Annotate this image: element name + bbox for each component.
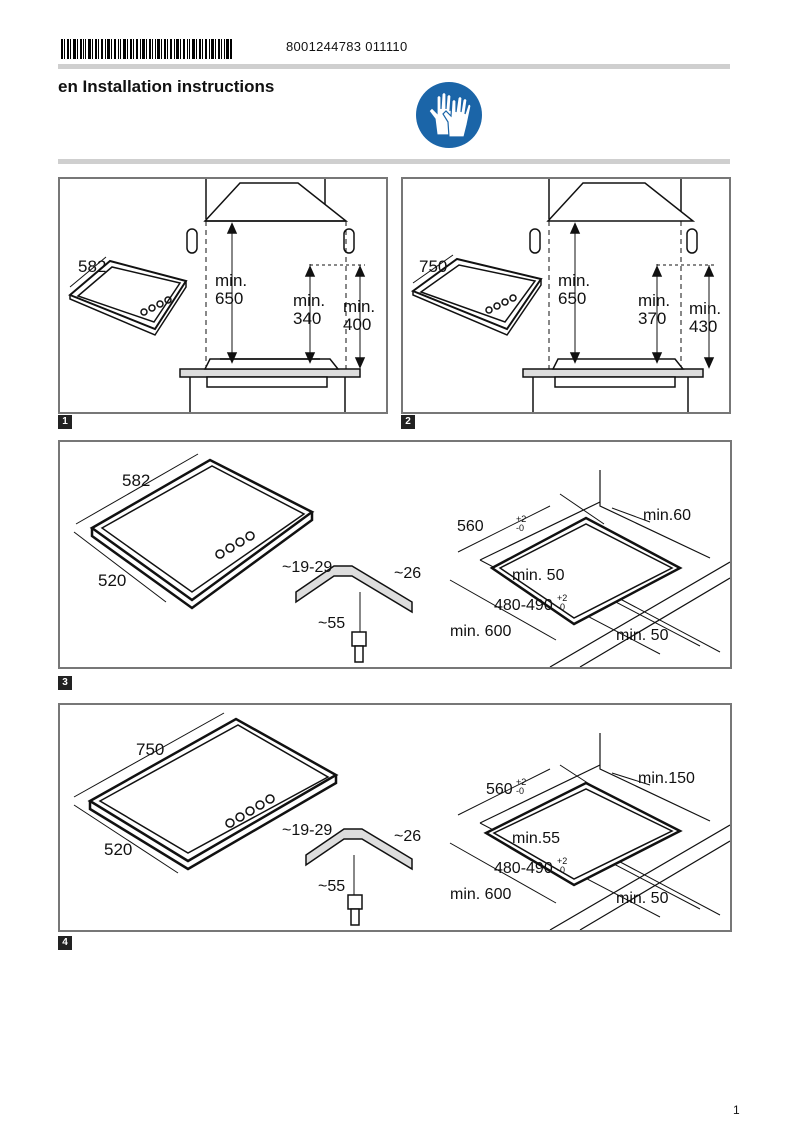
figure-1-hood-clearance: 582 min. 650 min. 340 min. 400 bbox=[58, 177, 388, 414]
figure-4-cutout-dimensions: 750 520 ~19-29 ~26 ~55 560 +2 -0 min.150… bbox=[58, 703, 732, 932]
figure-3-gap-range: ~19-29 bbox=[282, 559, 332, 576]
figure-4-cutout-depth: 480-490 bbox=[494, 860, 553, 877]
protective-gloves-icon bbox=[415, 81, 483, 149]
figure-1-width-label: 582 bbox=[78, 257, 106, 276]
figure-1-hood-min: min. bbox=[215, 271, 247, 290]
figure-4-tolerance-up: +2 bbox=[516, 777, 526, 787]
figure-3-min-side: min. 50 bbox=[512, 567, 565, 584]
section-divider bbox=[58, 159, 730, 164]
figure-4-label: 4 bbox=[58, 936, 72, 950]
figure-3-label: 3 bbox=[58, 676, 72, 690]
figure-3-tolerance-down: -0 bbox=[516, 523, 524, 533]
figure-2-side-min: min. bbox=[638, 291, 670, 310]
figure-2-hood-clearance: 750 min. 650 min. 370 min. 430 bbox=[401, 177, 731, 414]
figure-2-side-value: 370 bbox=[638, 309, 666, 328]
header-divider bbox=[58, 64, 730, 69]
figure-4-gap-range: ~19-29 bbox=[282, 822, 332, 839]
figure-3-min-back: min.60 bbox=[643, 507, 691, 524]
figure-2-wall-value: 430 bbox=[689, 317, 717, 336]
figure-1-label: 1 bbox=[58, 415, 72, 429]
figure-4-min-front: min. 50 bbox=[616, 890, 669, 907]
figure-3-depth-tolerance-down: -0 bbox=[557, 602, 565, 612]
figure-3-min-depth: min. 600 bbox=[450, 623, 511, 640]
figure-4-depth-tolerance-down: -0 bbox=[557, 865, 565, 875]
figure-2-hood-value: 650 bbox=[558, 289, 586, 308]
figure-2-wall-min: min. bbox=[689, 299, 721, 318]
figure-4-seal: ~26 bbox=[394, 828, 421, 845]
document-number: 8001244783 011110 bbox=[286, 39, 408, 54]
figure-4-gas: ~55 bbox=[318, 878, 345, 895]
figure-3-min-front: min. 50 bbox=[616, 627, 669, 644]
figure-3-cutout-depth: 480-490 bbox=[494, 597, 553, 614]
figure-1-side-min: min. bbox=[293, 291, 325, 310]
page-title: en Installation instructions bbox=[58, 77, 275, 96]
figure-3-depth-tolerance-up: +2 bbox=[557, 593, 567, 603]
figure-1-wall-min: min. bbox=[343, 297, 375, 316]
figure-4-cutout-width: 560 bbox=[486, 781, 513, 798]
figure-4-width-label: 750 bbox=[136, 740, 164, 759]
page-number: 1 bbox=[733, 1103, 740, 1117]
figure-3-cutout-width: 560 bbox=[457, 518, 484, 535]
figure-4-min-back: min.150 bbox=[638, 770, 695, 787]
figure-3-tolerance-up: +2 bbox=[516, 514, 526, 524]
figure-3-gas: ~55 bbox=[318, 615, 345, 632]
barcode-icon bbox=[61, 39, 232, 59]
figure-2-hood-min: min. bbox=[558, 271, 590, 290]
figure-2-label: 2 bbox=[401, 415, 415, 429]
figure-1-hood-value: 650 bbox=[215, 289, 243, 308]
figure-3-seal: ~26 bbox=[394, 565, 421, 582]
figure-1-wall-value: 400 bbox=[343, 315, 371, 334]
figure-4-min-depth: min. 600 bbox=[450, 886, 511, 903]
figure-4-depth-label: 520 bbox=[104, 840, 132, 859]
figure-2-width-label: 750 bbox=[419, 257, 447, 276]
figure-4-tolerance-down: -0 bbox=[516, 786, 524, 796]
barcode bbox=[61, 39, 233, 59]
figure-3-cutout-dimensions: 582 520 ~19-29 ~26 ~55 560 +2 -0 min.60 … bbox=[58, 440, 732, 669]
figure-4-depth-tolerance-up: +2 bbox=[557, 856, 567, 866]
figure-4-min-side: min.55 bbox=[512, 830, 560, 847]
figure-3-depth-label: 520 bbox=[98, 571, 126, 590]
figure-1-side-value: 340 bbox=[293, 309, 321, 328]
figure-3-width-label: 582 bbox=[122, 471, 150, 490]
